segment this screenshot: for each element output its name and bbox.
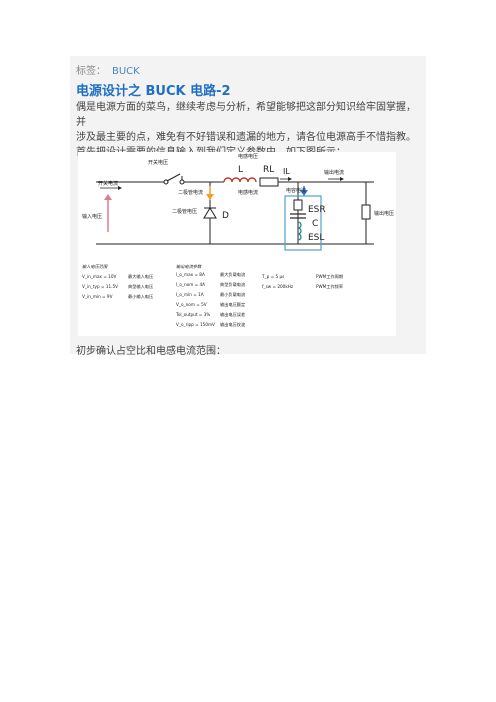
diode-voltage-label: 二极管电压 [172,208,197,215]
load-resistor [361,204,371,220]
output-param: I_o_nom = 4A [176,282,205,287]
diode-current-label: 二极管电流 [178,189,203,196]
circuit-wires [96,176,374,245]
output-desc: 输出电压额定 [220,301,245,308]
pwm-param: T_p = 5 μs [261,274,284,279]
input-range-table: 输入电压范围 V_in_max = 10V 最大输入电压 V_in_typ = … [82,264,153,300]
switch-voltage-label: 开关电压 [148,159,168,166]
capacitor-highlight-box [284,195,322,251]
output-desc: 输出电压纹波 [220,321,246,328]
figure-caption: 初步确认占空比和电感电流范围： [76,346,226,357]
input-table-heading: 输入电压范围 [82,264,108,269]
inductor-current-label: 电感电流 [238,189,258,196]
inductor-current-arrow [280,177,292,181]
output-params-table: 输出电流参数 I_o_max = 8A 最大负载电流 I_o_nom = 4A … [175,264,246,328]
input-voltage-arrow [104,194,112,232]
output-current-label: 输出电流 [324,169,344,176]
output-arrow [328,177,344,181]
rl-resistor [259,177,279,187]
input-desc: 最大输入电压 [128,273,153,280]
paragraph-line: 涉及最主要的点，难免有不好错误和遗漏的地方，请各位电源高手不惜指教。 [76,132,416,143]
pwm-param: f_sw = 200kHz [262,284,294,289]
input-param: V_in_max = 10V [82,274,116,279]
output-param: I_o_max = 8A [176,272,205,277]
input-voltage-label: 输入电压 [82,213,102,220]
output-desc: 输出电压误差 [220,311,245,318]
output-param: V_o_nom = 5V [176,302,207,307]
diode-current-arrow [206,186,214,200]
input-param: V_in_typ = 11.5V [82,284,118,289]
input-desc: 典型输入电压 [128,283,153,290]
output-param: Tol_output = 3% [175,312,210,317]
inductor-symbol [223,177,257,183]
inductor-L-label: L [238,165,243,175]
capacitor-symbol [290,199,306,219]
switch-current-arrow [100,186,122,190]
output-param: V_o_ripp = 150mV [176,322,215,327]
output-param: I_o_min = 1A [176,292,204,297]
pwm-table: T_p = 5 μs PWM工作周期 f_sw = 200kHz PWM工作频率 [261,273,343,290]
buck-circuit-diagram: 开关电压 开关电流 输入电压 电感电压 电感电流 输出电流 电容电流 二极管电流… [82,153,394,328]
c-label: C [312,219,318,229]
il-label: IL [283,167,290,176]
diode-symbol [203,207,217,219]
tag-label: 标签： [76,66,106,77]
output-desc: 典型负载电流 [220,281,246,288]
inductor-voltage-label: 电感电压 [238,153,258,160]
output-desc: 最大负载电流 [220,271,246,278]
switch-symbol [163,173,185,185]
input-desc: 最小输入电压 [128,293,153,300]
pwm-desc: PWM工作频率 [316,283,343,290]
tag-link-buck[interactable]: BUCK [112,66,140,77]
pwm-desc: PWM工作周期 [316,273,343,280]
article-title: 电源设计之 BUCK 电路-2 [76,84,231,99]
paragraph-line: 偶是电源方面的菜鸟，继续考虑与分析，希望能够把这部分知识给牢固掌握，并 [76,102,416,128]
switch-current-label: 开关电流 [98,180,118,187]
esl-label: ESL [308,233,324,243]
rl-label: RL [263,165,274,175]
tag-line: 标签： BUCK [76,62,140,77]
output-voltage-label: 输出电压 [374,210,394,217]
input-param: V_in_min = 9V [82,294,113,299]
output-current-arrow [300,186,308,196]
esr-label: ESR [308,205,326,215]
cap-current-label: 电容电流 [286,187,306,194]
buck-circuit-figure: 开关电压 开关电流 输入电压 电感电压 电感电流 输出电流 电容电流 二极管电流… [78,152,396,336]
diode-D-label: D [222,211,229,221]
article-paragraph: 偶是电源方面的菜鸟，继续考虑与分析，希望能够把这部分知识给牢固掌握，并 涉及最主… [76,100,422,160]
output-table-heading: 输出电流参数 [176,264,202,269]
output-desc: 最小负载电流 [220,291,246,298]
esl-coil [297,221,302,241]
